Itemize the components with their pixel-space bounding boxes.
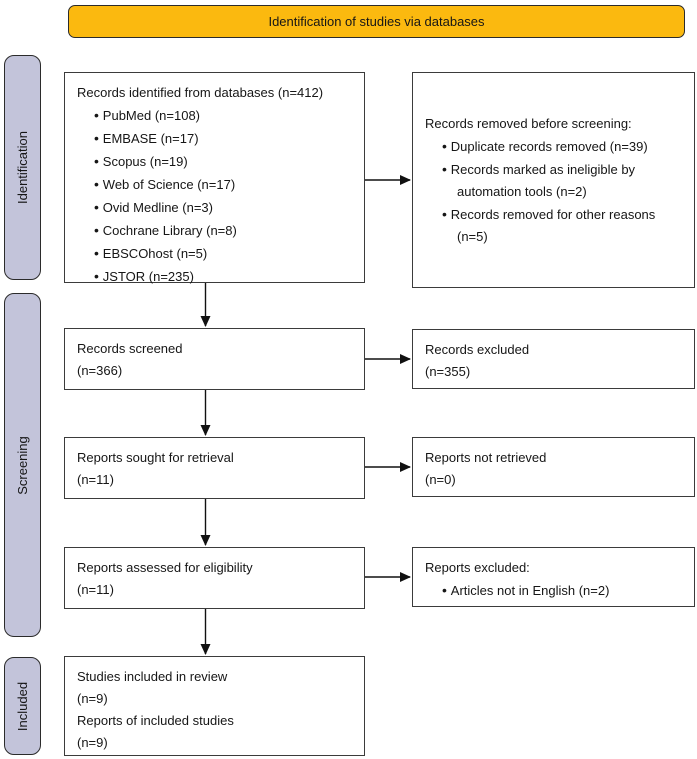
box-records-excluded-line2: (n=355) [425, 364, 471, 379]
stage-label-included: Included [4, 657, 41, 755]
box-reports-sought-line2: (n=11) [77, 472, 114, 487]
header-title: Identification of studies via databases [268, 14, 485, 29]
stage-label-screening: Screening [4, 293, 41, 637]
list-item: Records removed for other reasons (n=5) [442, 203, 682, 248]
box-reports-not-retrieved-line1: Reports not retrieved [425, 450, 547, 465]
box-records-removed: Records removed before screening: Duplic… [412, 72, 695, 288]
list-item: Web of Science (n=17) [94, 173, 352, 196]
stage-label-included-text: Included [15, 681, 30, 731]
list-item: Articles not in English (n=2) [442, 579, 682, 602]
list-item: PubMed (n=108) [94, 104, 352, 127]
box-records-screened-line1: Records screened [77, 341, 183, 356]
stage-label-identification-text: Identification [15, 131, 30, 204]
box-records-identified: Records identified from databases (n=412… [64, 72, 365, 284]
records-identified-list: PubMed (n=108) EMBASE (n=17) Scopus (n=1… [77, 104, 352, 288]
list-item: Ovid Medline (n=3) [94, 196, 352, 219]
box-studies-included-line3: Reports of included studies [77, 713, 234, 728]
list-item: EBSCOhost (n=5) [94, 242, 352, 265]
stage-label-screening-text: Screening [15, 435, 31, 495]
header-banner: Identification of studies via databases [68, 5, 685, 38]
box-records-screened-line2: (n=366) [77, 363, 123, 378]
box-studies-included-line1: Studies included in review [77, 669, 228, 684]
box-records-removed-title: Records removed before screening: [425, 115, 632, 131]
list-item: Scopus (n=19) [94, 150, 352, 173]
reports-excluded-list: Articles not in English (n=2) [425, 579, 682, 602]
box-records-screened: Records screened (n=366) [64, 328, 365, 390]
box-studies-included-line2: (n=9) [77, 691, 108, 706]
box-reports-assessed: Reports assessed for eligibility (n=11) [64, 547, 365, 609]
box-records-identified-title: Records identified from databases (n=412… [77, 85, 324, 100]
box-records-excluded: Records excluded (n=355) [412, 329, 695, 389]
box-studies-included: Studies included in review (n=9) Reports… [64, 656, 365, 756]
records-removed-list: Duplicate records removed (n=39) Records… [425, 135, 682, 248]
box-studies-included-line4: (n=9) [77, 735, 108, 750]
box-reports-excluded-title: Reports excluded: [425, 560, 530, 575]
box-reports-excluded: Reports excluded: Articles not in Englis… [412, 547, 695, 607]
list-item: Cochrane Library (n=8) [94, 219, 352, 242]
box-reports-sought: Reports sought for retrieval (n=11) [64, 437, 365, 499]
box-reports-sought-line1: Reports sought for retrieval [77, 450, 234, 465]
box-reports-assessed-line1: Reports assessed for eligibility [77, 560, 253, 575]
stage-label-identification: Identification [4, 55, 41, 280]
box-reports-not-retrieved-line2: (n=0) [425, 472, 456, 487]
list-item: Duplicate records removed (n=39) [442, 135, 682, 158]
list-item: EMBASE (n=17) [94, 127, 352, 150]
box-reports-not-retrieved: Reports not retrieved (n=0) [412, 437, 695, 497]
box-reports-assessed-line2: (n=11) [77, 582, 114, 597]
list-item: JSTOR (n=235) [94, 265, 352, 288]
list-item: Records marked as ineligible by automati… [442, 158, 682, 203]
box-records-excluded-line1: Records excluded [425, 342, 530, 357]
